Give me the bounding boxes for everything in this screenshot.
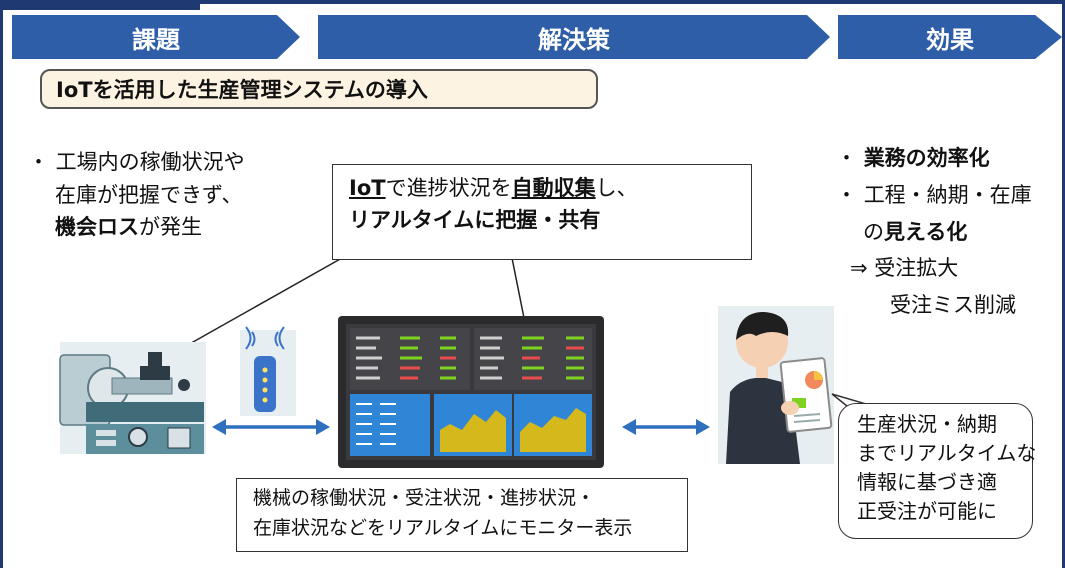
effect-item-1: ・ 業務の効率化 [836,140,1032,177]
callout-text-2: で進捗状況を [385,176,512,200]
worker-with-tablet-icon [718,306,834,464]
problem-line-3-rest: が発生 [139,215,202,240]
callout-pointer-left [169,257,343,356]
effect-item-5: 受注ミス削減 [890,293,1016,317]
right-frame [1062,0,1065,568]
monitor-caption: 機械の稼働状況・受注状況・進捗状況・ 在庫状況などをリアルタイムにモニター表示 [236,478,688,552]
page-title: IoTを活用した生産管理システムの導入 [56,78,428,102]
speech-bubble: 生産状況・納期 までリアルタイムな 情報に基づき適 正受注が可能に [838,403,1037,539]
left-frame [0,0,3,568]
monitor-caption-line-1: 機械の稼働状況・受注状況・進捗状況・ [253,487,596,509]
monitor-dashboard-icon [338,316,604,468]
bubble-line-1: 生産状況・納期 [857,412,997,436]
header-problem: 課題 [12,15,300,59]
problem-line-2: 在庫が把握できず、 [55,182,243,207]
top-frame-bar [0,0,1065,4]
callout-text-4: し、 [595,176,638,200]
lathe-machine-icon [59,342,206,454]
solution-callout-line-2: リアルタイムに把握・共有 [349,207,601,232]
title-box: IoTを活用した生産管理システムの導入 [40,69,598,109]
effect-item-3-pre: の [863,219,884,244]
bubble-line-4: 正受注が可能に [857,499,997,523]
effects-text: ・ 業務の効率化 ・ 工程・納期・在庫 の見える化 ⇒ 受注拡大 受注ミス削減 [836,140,1032,324]
problem-keyword: 機会ロス [55,215,139,240]
bubble-line-3: 情報に基づき適 [857,470,997,494]
problem-line-1: ・ 工場内の稼働状況や [28,150,245,174]
double-arrow-right [622,419,710,435]
implies-arrow: ⇒ [850,256,868,281]
auto-collect-keyword: 自動収集 [511,176,596,200]
top-frame-tab [0,0,200,10]
effect-item-4: ⇒ 受注拡大 [836,250,1032,287]
iot-keyword: IoT [349,176,386,200]
effect-item-3-bold: 見える化 [884,219,968,244]
callout-pointer-right [511,257,525,319]
bubble-line-2: までリアルタイムな [857,441,1037,465]
effect-item-1-label: 業務の効率化 [863,146,990,170]
header-solution: 解決策 [318,15,830,59]
effect-item-2: ・ 工程・納期・在庫 [836,177,1032,214]
monitor-caption-line-2: 在庫状況などをリアルタイムにモニター表示 [253,517,633,540]
problem-line-3: 機会ロスが発生 [28,211,245,244]
solution-callout-line-1: IoTで進捗状況を自動収集し、 [349,173,751,205]
bullet: ・ [836,182,857,207]
header-effect: 効果 [838,15,1062,59]
problem-text: ・ 工場内の稼働状況や 在庫が把握できず、 機会ロスが発生 [28,146,245,244]
effect-item-3: の見える化 [836,214,1032,251]
bullet: ・ [836,146,864,170]
solution-callout: IoTで進捗状況を自動収集し、 リアルタイムに把握・共有 [332,164,752,260]
effect-item-2-label: 工程・納期・在庫 [863,182,1032,207]
double-arrow-left [212,419,330,435]
wifi-router-icon [240,326,296,416]
effect-item-4-label: 受注拡大 [874,256,959,281]
